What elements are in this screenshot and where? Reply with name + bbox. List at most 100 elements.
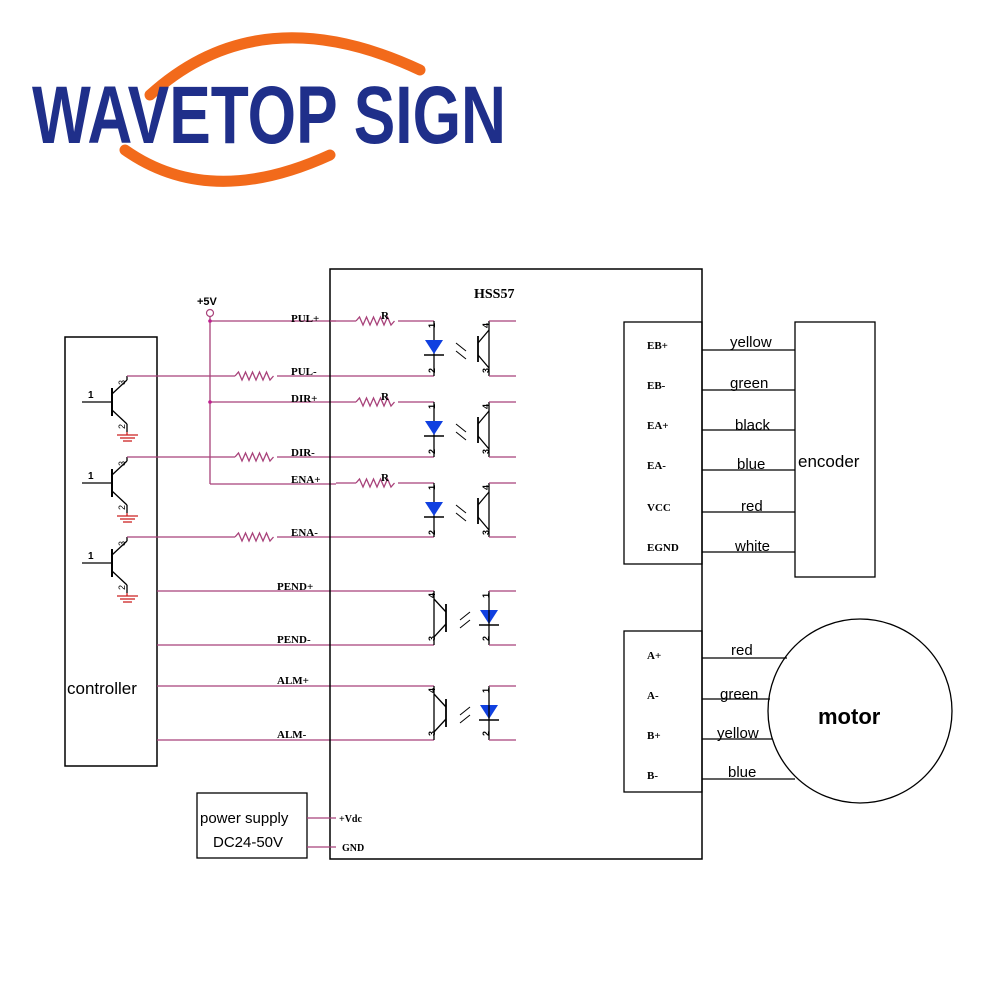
light-arrows-icon [455,504,467,522]
transistor-emitter-pin: 2 [117,585,127,590]
opto-pin-3: 3 [427,731,437,736]
output-signal-labels: PEND+ PEND- ALM+ ALM- [277,581,313,741]
wire-color-label: green [720,686,758,703]
power-supply-wires [307,817,336,848]
controller-box: controller [64,336,158,767]
wire-color-label: red [741,498,763,515]
opto-pin-2: 2 [481,731,491,736]
encoder-pin: EA- [647,460,666,472]
motor-pin: B+ [647,730,661,742]
ground-icon [117,513,138,523]
transistor-collector-pin: 3 [117,461,127,466]
opto-pin-4: 4 [481,323,491,328]
motor-label: motor [818,704,881,729]
transistor-1: 1 3 2 [82,376,138,442]
transistor-collector-pin: 3 [117,541,127,546]
ground-icon [117,593,138,603]
controller-label: controller [67,679,137,698]
encoder-box: encoder [794,321,876,578]
light-arrows-icon [455,423,467,441]
signal-dir-plus: DIR+ [291,393,317,405]
logo-text: WAVETOP SIGN [32,70,506,161]
encoder-pin: EB- [647,380,666,392]
output-channel-pend: 4 3 1 2 [336,590,516,646]
input-signal-labels: PUL+ PUL- DIR+ DIR- ENA+ ENA- [291,313,321,539]
motor-wires [702,657,795,780]
led-icon [425,502,443,516]
opto-pin-4: 4 [481,404,491,409]
encoder-pin: EA+ [647,420,669,432]
wire-color-label: blue [728,764,756,781]
supply-5v: +5V [197,296,336,485]
light-arrows-icon [459,706,471,724]
encoder-pin: VCC [647,502,671,514]
signal-pul-minus: PUL- [291,366,317,378]
transistor-emitter-pin: 2 [117,424,127,429]
motor-pin: B- [647,770,658,782]
gnd-label: GND [342,843,364,854]
opto-pin-2: 2 [427,449,437,454]
opto-pin-4: 4 [481,485,491,490]
motor-wire-colors: red green yellow blue [717,642,759,781]
power-supply-line2: DC24-50V [213,834,283,851]
signal-alm-minus: ALM- [277,729,307,741]
power-supply-labels: +Vdc GND [339,814,364,854]
signal-ena-minus: ENA- [291,527,318,539]
led-icon [425,421,443,435]
opto-pin-3: 3 [481,449,491,454]
motor-icon: motor [767,618,953,804]
opto-pin-2: 2 [427,530,437,535]
input-channel-pul: R 1 2 4 3 [330,310,516,377]
encoder-wire-colors: yellow green black blue red white [730,334,772,555]
signal-ena-plus: ENA+ [291,474,321,486]
logo: WAVETOP SIGN [32,32,506,187]
vdc-label: +Vdc [339,814,362,825]
light-arrows-icon [459,611,471,629]
logo-top-arc [144,32,426,101]
input-channel-dir: R 1 2 4 3 [336,391,516,458]
encoder-label: encoder [798,452,860,471]
opto-pin-1: 1 [427,323,437,328]
logo-bottom-arc [119,144,336,187]
output-channel-alm: 4 3 1 2 [336,685,516,741]
opto-pin-4: 4 [427,593,437,598]
opto-pin-2: 2 [481,636,491,641]
resistor-label: R [381,472,390,484]
signal-pul-plus: PUL+ [291,313,319,325]
opto-pin-1: 1 [427,404,437,409]
light-arrows-icon [455,342,467,360]
driver-title: HSS57 [474,287,514,302]
transistor-emitter-pin: 2 [117,505,127,510]
signal-dir-minus: DIR- [291,447,315,459]
transistor-collector-pin: 3 [117,380,127,385]
encoder-pin: EGND [647,542,679,554]
power-supply-box: power supply DC24-50V [196,792,308,859]
supply-5v-label: +5V [197,296,218,308]
motor-pin-labels: A+ A- B+ B- [647,650,661,782]
encoder-pin-labels: EB+ EB- EA+ EA- VCC EGND [647,340,679,554]
wire-color-label: blue [737,456,765,473]
encoder-wires [702,349,795,553]
transistor-2: 1 3 2 [82,457,138,523]
opto-pin-1: 1 [481,593,491,598]
led-icon [425,340,443,354]
input-channel-ena: R 1 2 4 3 [336,472,516,538]
power-supply-line1: power supply [200,810,289,827]
signal-pend-plus: PEND+ [277,581,313,593]
motor-pin: A+ [647,650,661,662]
controller-wires [127,370,336,741]
resistor-label: R [381,391,390,403]
wire-color-label: yellow [717,725,759,742]
wire-color-label: green [730,375,768,392]
wire-color-label: white [734,538,770,555]
signal-pend-minus: PEND- [277,634,311,646]
resistor-label: R [381,310,390,322]
wire-color-label: yellow [730,334,772,351]
transistor-base-pin: 1 [88,471,94,482]
wire-color-label: red [731,642,753,659]
opto-pin-3: 3 [481,530,491,535]
motor-pin: A- [647,690,659,702]
transistor-base-pin: 1 [88,390,94,401]
encoder-pin: EB+ [647,340,668,352]
motor-terminal-block [623,630,703,793]
